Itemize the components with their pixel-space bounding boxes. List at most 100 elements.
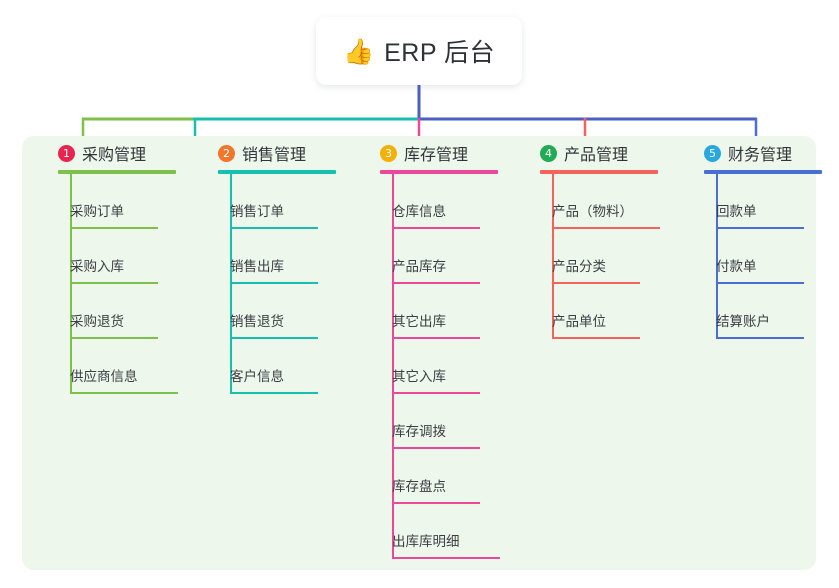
column-items-4: 产品（物料） 产品分类产品单位 — [522, 174, 682, 339]
column-items-2: 销售订单销售出库销售退货客户信息 — [200, 174, 360, 394]
list-item[interactable]: 产品库存 — [362, 229, 522, 284]
list-item[interactable]: 仓库信息 — [362, 174, 522, 229]
column-badge-1: 1 — [58, 144, 75, 162]
list-item[interactable]: 客户信息 — [200, 339, 360, 394]
column-badge-5: 5 — [704, 144, 721, 162]
list-item-underline — [552, 337, 640, 339]
column-header-2[interactable]: 2 销售管理 — [200, 136, 360, 170]
list-item-label: 库存调拨 — [392, 424, 446, 439]
list-item-label: 产品分类 — [552, 259, 606, 274]
list-item-label: 付款单 — [716, 259, 757, 274]
list-item-label: 销售订单 — [230, 204, 284, 219]
list-item-underline — [70, 337, 158, 339]
list-item-underline — [552, 227, 660, 229]
list-item-label: 采购退货 — [70, 314, 124, 329]
list-item-underline — [230, 392, 318, 394]
list-item-underline — [552, 282, 640, 284]
column-underline-2 — [218, 170, 336, 174]
list-item[interactable]: 销售退货 — [200, 284, 360, 339]
column-title-5: 财务管理 — [728, 147, 793, 164]
list-item[interactable]: 销售订单 — [200, 174, 360, 229]
column-header-5[interactable]: 5 财务管理 — [686, 136, 839, 170]
list-item-underline — [70, 282, 158, 284]
list-item-label: 其它入库 — [392, 369, 446, 384]
list-item-underline — [230, 337, 318, 339]
list-item-label: 采购入库 — [70, 259, 124, 274]
list-item[interactable]: 其它入库 — [362, 339, 522, 394]
column-underline-3 — [380, 170, 498, 174]
list-item-underline — [392, 337, 480, 339]
list-item-underline — [392, 392, 480, 394]
thumbs-up-icon: 👍 — [342, 37, 375, 66]
list-item-underline — [70, 392, 178, 394]
list-item[interactable]: 供应商信息 — [40, 339, 200, 394]
list-item[interactable]: 出库库明细 — [362, 504, 522, 559]
column-badge-4: 4 — [540, 144, 557, 162]
list-item-underline — [716, 282, 804, 284]
column-underline-5 — [704, 170, 822, 174]
list-item[interactable]: 产品（物料） — [522, 174, 682, 229]
list-item[interactable]: 付款单 — [686, 229, 839, 284]
list-item[interactable]: 产品分类 — [522, 229, 682, 284]
list-item-underline — [392, 282, 480, 284]
list-item-underline — [716, 227, 804, 229]
list-item-underline — [392, 502, 480, 504]
root-node[interactable]: 👍 ERP 后台 — [316, 17, 522, 85]
column-items-5: 回款单付款单结算账户 — [686, 174, 839, 339]
column-spine-5 — [716, 174, 718, 339]
list-item-underline — [230, 227, 318, 229]
root-node-title: ERP 后台 — [384, 39, 496, 67]
list-item-label: 产品库存 — [392, 259, 446, 274]
list-item-label: 销售退货 — [230, 314, 284, 329]
column-header-4[interactable]: 4 产品管理 — [522, 136, 682, 170]
list-item-label: 库存盘点 — [392, 479, 446, 494]
column-badge-3: 3 — [380, 144, 397, 162]
list-item-underline — [230, 282, 318, 284]
list-item-underline — [392, 557, 500, 559]
column-items-1: 采购订单采购入库采购退货供应商信息 — [40, 174, 200, 394]
list-item-label: 出库库明细 — [392, 534, 460, 549]
column-5: 5 财务管理回款单付款单结算账户 — [686, 136, 839, 339]
column-spine-2 — [230, 174, 232, 394]
list-item[interactable]: 库存调拨 — [362, 394, 522, 449]
list-item-label: 供应商信息 — [70, 369, 138, 384]
list-item-label: 采购订单 — [70, 204, 124, 219]
list-item-label: 客户信息 — [230, 369, 284, 384]
column-title-4: 产品管理 — [564, 147, 629, 164]
list-item[interactable]: 其它出库 — [362, 284, 522, 339]
list-item[interactable]: 采购退货 — [40, 284, 200, 339]
column-underline-4 — [540, 170, 658, 174]
column-header-3[interactable]: 3 库存管理 — [362, 136, 522, 170]
column-spine-1 — [70, 174, 72, 394]
column-4: 4 产品管理产品（物料） 产品分类产品单位 — [522, 136, 682, 339]
column-2: 2 销售管理销售订单销售出库销售退货客户信息 — [200, 136, 360, 394]
list-item[interactable]: 结算账户 — [686, 284, 839, 339]
list-item-label: 产品（物料） — [552, 204, 633, 219]
list-item-label: 产品单位 — [552, 314, 606, 329]
column-3: 3 库存管理仓库信息产品库存其它出库其它入库库存调拨库存盘点出库库明细 — [362, 136, 522, 559]
column-title-2: 销售管理 — [242, 147, 307, 164]
column-title-3: 库存管理 — [404, 147, 469, 164]
column-badge-2: 2 — [218, 144, 235, 162]
list-item[interactable]: 库存盘点 — [362, 449, 522, 504]
list-item-label: 其它出库 — [392, 314, 446, 329]
list-item[interactable]: 采购订单 — [40, 174, 200, 229]
list-item[interactable]: 销售出库 — [200, 229, 360, 284]
list-item-underline — [70, 227, 158, 229]
list-item[interactable]: 产品单位 — [522, 284, 682, 339]
column-spine-3 — [392, 174, 394, 559]
list-item-label: 仓库信息 — [392, 204, 446, 219]
column-spine-4 — [552, 174, 554, 339]
column-underline-1 — [58, 170, 176, 174]
list-item[interactable]: 采购入库 — [40, 229, 200, 284]
column-header-1[interactable]: 1 采购管理 — [40, 136, 200, 170]
column-items-3: 仓库信息产品库存其它出库其它入库库存调拨库存盘点出库库明细 — [362, 174, 522, 559]
list-item-underline — [392, 227, 480, 229]
list-item-label: 销售出库 — [230, 259, 284, 274]
diagram-panel: 1 采购管理采购订单采购入库采购退货供应商信息 2 销售管理销售订单销售出库销售退货客… — [22, 136, 822, 570]
list-item-label: 回款单 — [716, 204, 757, 219]
column-title-1: 采购管理 — [82, 147, 147, 164]
list-item[interactable]: 回款单 — [686, 174, 839, 229]
list-item-underline — [392, 447, 480, 449]
list-item-label: 结算账户 — [716, 314, 770, 329]
